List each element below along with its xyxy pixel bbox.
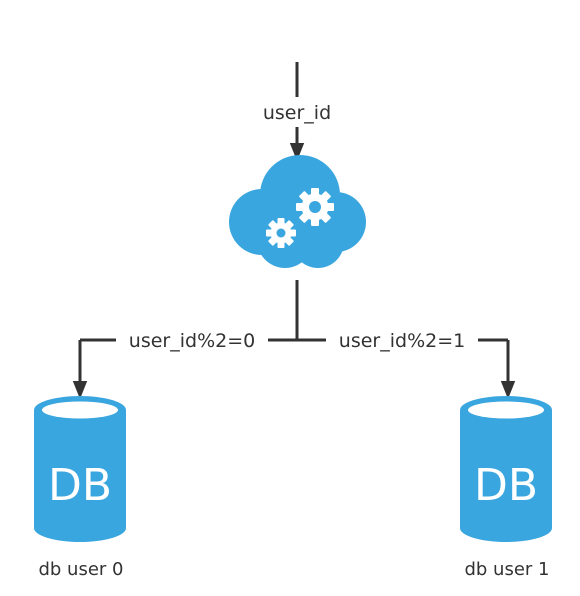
gear-icon xyxy=(266,218,296,248)
database-label-0: DB xyxy=(48,460,112,511)
branch-right-label: user_id%2=1 xyxy=(339,330,465,352)
database-icon-0: DB xyxy=(34,396,126,542)
database-icon-1: DB xyxy=(460,396,552,542)
database-caption-1: db user 1 xyxy=(464,559,549,580)
cloud-gears-icon xyxy=(229,155,366,268)
database-label-1: DB xyxy=(474,460,538,511)
input-label: user_id xyxy=(263,102,331,124)
gear-icon xyxy=(296,188,334,226)
database-caption-0: db user 0 xyxy=(38,559,123,580)
branch-left-label: user_id%2=0 xyxy=(129,330,255,352)
